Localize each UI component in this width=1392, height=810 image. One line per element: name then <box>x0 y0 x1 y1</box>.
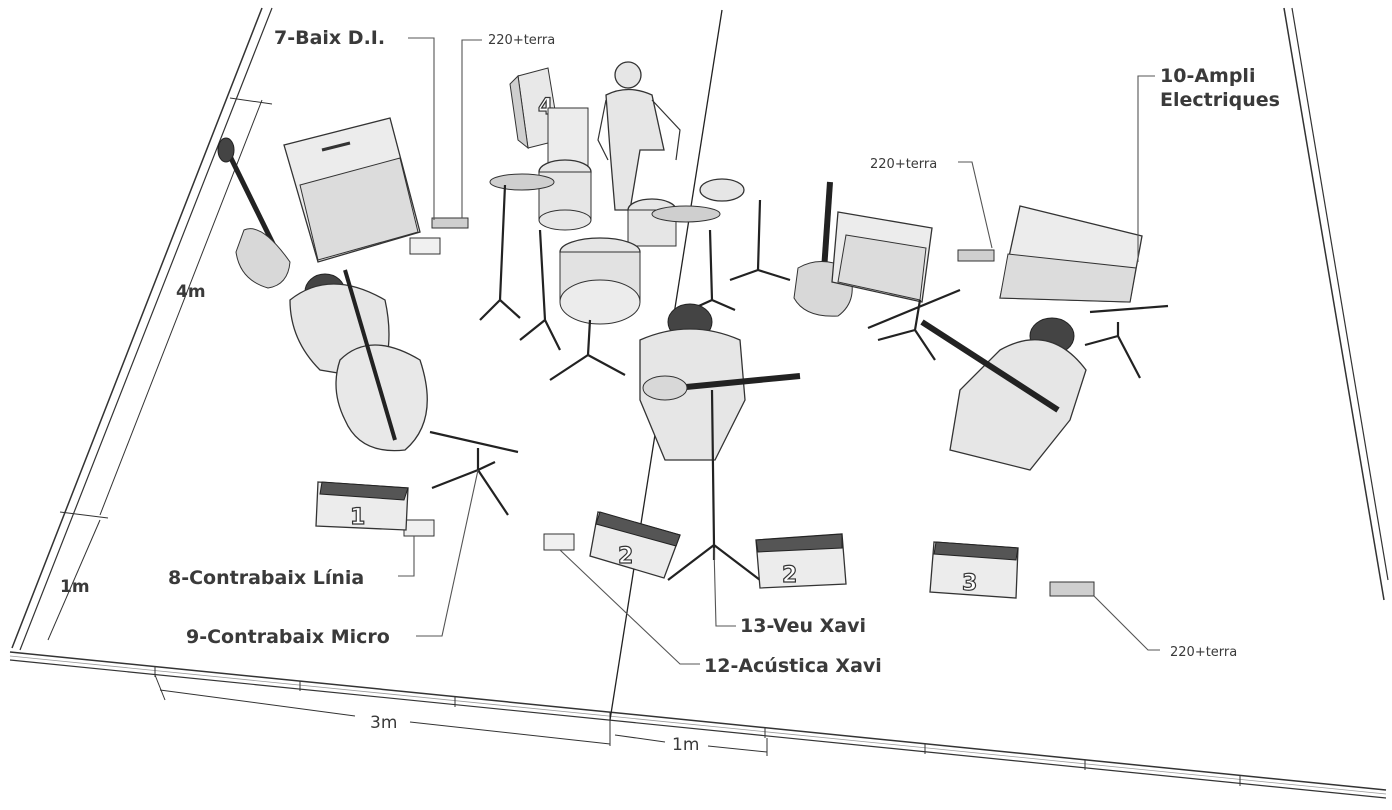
label-power-right: 220+terra <box>1170 645 1237 660</box>
di-box-contrabaix <box>403 519 435 537</box>
mic-stand-amp-small <box>867 288 961 361</box>
dim-3m: 3m <box>370 713 397 733</box>
monitor-2-left: 2 <box>589 511 681 579</box>
label-power-mid: 220+terra <box>870 157 937 172</box>
monitor-number: 1 <box>350 505 365 530</box>
label-contrabaix-linia: 8-Contrabaix Línia <box>168 567 364 589</box>
bass-amp <box>283 117 421 263</box>
dimension-lines <box>47 97 768 756</box>
power-strip-right <box>1049 581 1095 597</box>
power-strip-top <box>431 217 469 229</box>
guitar-amp-large <box>999 205 1143 303</box>
mic-stand-contrabaix <box>429 430 519 516</box>
power-strip-mid <box>957 249 995 262</box>
center-guitarist <box>639 303 801 461</box>
mic-stand-amp-large <box>1084 304 1169 379</box>
drum-kit: 4 <box>479 61 791 381</box>
di-box-baix <box>409 237 441 255</box>
monitor-number: 2 <box>618 544 633 569</box>
drummer-figure <box>597 61 681 211</box>
label-baix-di: 7-Baix D.I. <box>274 27 385 49</box>
monitor-3: 3 <box>929 541 1019 599</box>
right-guitarist <box>920 317 1087 471</box>
label-acustica-xavi: 12-Acústica Xavi <box>704 655 882 677</box>
electric-bass <box>217 137 291 289</box>
double-bass-player <box>289 269 428 452</box>
label-power-top: 220+terra <box>488 33 555 48</box>
label-ampli-line1: 10-Ampli <box>1160 65 1255 87</box>
monitor-number: 2 <box>782 563 797 588</box>
dim-4m: 4m <box>176 282 206 302</box>
dim-1m-width: 1m <box>672 735 699 755</box>
mic-stand-veu <box>667 389 761 581</box>
monitor-1: 1 <box>315 481 409 531</box>
label-veu-xavi: 13-Veu Xavi <box>740 615 866 637</box>
dim-1m-front: 1m <box>60 577 90 597</box>
label-contrabaix-micro: 9-Contrabaix Micro <box>186 626 390 648</box>
monitor-number: 3 <box>962 571 977 596</box>
monitor-2-right: 2 <box>755 533 847 589</box>
leader-lines <box>398 37 1160 665</box>
label-ampli-line2: Electriques <box>1160 89 1280 111</box>
di-box-acustica <box>543 533 575 551</box>
